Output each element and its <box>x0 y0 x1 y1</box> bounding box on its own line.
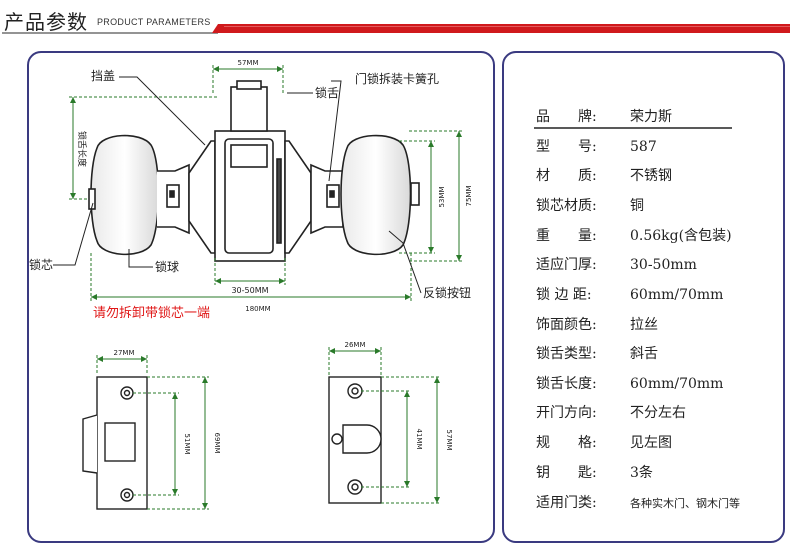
label-kong: 门锁拆装卡簧孔 <box>355 71 439 86</box>
dim-51: 51MM <box>183 434 191 455</box>
callout-lines <box>53 76 422 294</box>
spec-row-door-types: 适用门类:各种实木门、钢木门等 <box>536 495 740 511</box>
lock-diagram: 57MM 53MM 75MM 30-50MM 180MM 锁舌长度 挡盖 锁舌 … <box>29 59 473 510</box>
header-subtitle: PRODUCT PARAMETERS <box>97 17 211 27</box>
dim-53: 53MM <box>438 187 446 208</box>
spec-row-latch-length: 锁舌长度:60mm/70mm <box>536 376 724 392</box>
dim-57-right: 57MM <box>445 430 453 451</box>
spec-panel: 品 牌:荣力斯 型 号:587 材 质:不锈钢 锁芯材质:铜 重 量:0.56k… <box>502 51 785 543</box>
dim-arrows <box>70 66 462 300</box>
label-dang-gai: 挡盖 <box>91 69 115 83</box>
spec-underline <box>534 127 732 129</box>
header-rule <box>2 24 790 34</box>
spec-row-latch-type: 锁舌类型:斜舌 <box>536 346 658 362</box>
spec-row-door-thickness: 适应门厚:30-50mm <box>536 257 697 273</box>
strike-plate <box>82 376 148 510</box>
latch-faceplate <box>328 376 382 504</box>
dim-30-50: 30-50MM <box>231 286 268 295</box>
spec-row-brand: 品 牌:荣力斯 <box>536 109 672 125</box>
warning-text: 请勿拆卸带锁芯一端 <box>93 305 210 321</box>
spec-row-model: 型 号:587 <box>536 139 657 155</box>
label-suo-xin: 锁芯 <box>29 257 53 272</box>
label-suo-she: 锁舌 <box>315 85 339 100</box>
spec-row-material: 材 质:不锈钢 <box>536 168 672 184</box>
dim-27: 27MM <box>114 349 135 357</box>
spec-row-cylinder-material: 锁芯材质:铜 <box>536 198 644 214</box>
spec-row-keys: 钥 匙:3条 <box>536 465 653 481</box>
dim-26: 26MM <box>345 341 366 349</box>
dim-41: 41MM <box>415 429 423 450</box>
dim-57-top: 57MM <box>238 59 259 67</box>
dim-75: 75MM <box>465 186 473 207</box>
spec-row-weight: 重 量:0.56kg(含包装) <box>536 228 732 244</box>
header-title: 产品参数 <box>4 10 88 34</box>
spec-row-opening-direction: 开门方向:不分左右 <box>536 405 686 421</box>
dim-69: 69MM <box>213 433 221 454</box>
spec-row-finish: 饰面颜色:拉丝 <box>536 317 658 333</box>
spec-row-backset: 锁 边 距:60mm/70mm <box>536 287 724 303</box>
label-fan-suo: 反锁按钮 <box>423 285 471 300</box>
right-knob <box>340 134 412 256</box>
label-suo-qiu: 锁球 <box>155 259 179 274</box>
label-suo-she-chang-du: 锁舌长度 <box>76 131 88 167</box>
diagram-panel: 57MM 53MM 75MM 30-50MM 180MM 锁舌长度 挡盖 锁舌 … <box>27 51 495 543</box>
page-header: 产品参数 PRODUCT PARAMETERS <box>0 0 790 40</box>
dim-180: 180MM <box>245 305 270 313</box>
spec-row-size: 规 格:见左图 <box>536 435 672 451</box>
left-knob <box>90 134 160 256</box>
